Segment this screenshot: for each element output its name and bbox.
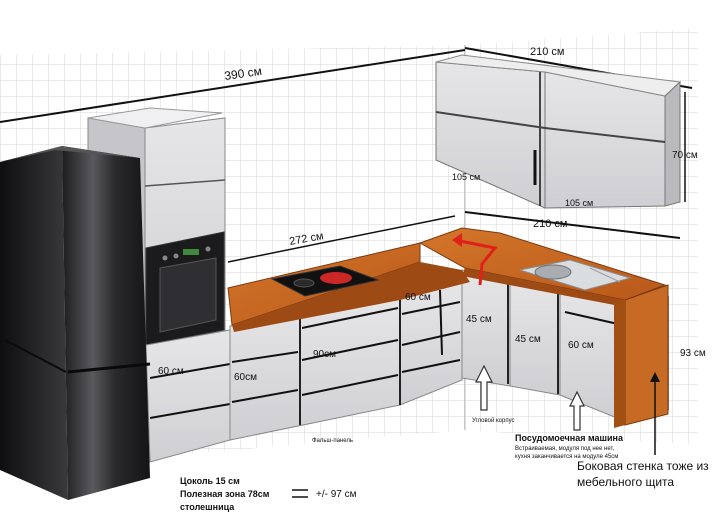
dishwasher-gap: [564, 311, 619, 325]
drawer-gap-7: [401, 331, 461, 346]
side-wall-panel: [624, 284, 669, 426]
label-useful-zone: Полезная зона 78см: [180, 489, 270, 499]
countertop-right-edge: [462, 268, 625, 307]
hob-burner: [293, 278, 315, 288]
fridge-front: [62, 146, 150, 500]
upper-door-gap-left: [435, 111, 546, 129]
label-plinth: Цоколь 15 см: [180, 476, 240, 486]
arrow-side-wall-head: [650, 372, 660, 382]
oven-display: [183, 249, 199, 255]
base-gap-1: [149, 363, 231, 379]
drawer-gap-1: [231, 351, 299, 363]
fridge-side: [0, 146, 68, 500]
label-counter-right: 210 см: [533, 218, 567, 230]
oven-window: [159, 257, 217, 333]
oven-knob-2: [173, 253, 179, 259]
oven-knob-1: [162, 255, 168, 261]
label-countertop: столешница: [180, 502, 235, 512]
upper-door-gap-right: [544, 127, 666, 143]
arrow-dishwasher: [569, 390, 585, 431]
base-under-oven: [145, 329, 231, 463]
base-gap-2: [149, 403, 231, 419]
side-wall-edge: [614, 300, 625, 428]
corner-marker: [454, 238, 498, 286]
countertop-left-edge: [232, 262, 470, 332]
tall-column-gap: [144, 179, 226, 187]
label-module-60-d: 60 см: [568, 340, 594, 351]
oven-knob-3: [205, 246, 211, 252]
drawer-gap-4: [301, 339, 399, 361]
sink-drainer: [589, 267, 621, 283]
fridge-side-line: [4, 339, 67, 373]
label-module-90: 90см: [313, 349, 336, 360]
arrow-corner-case: [475, 364, 493, 411]
fridge-top: [0, 146, 140, 162]
sink-bowl: [534, 264, 572, 280]
label-module-60-c: 60 см: [405, 292, 431, 303]
hob-burner-hot: [320, 272, 352, 284]
label-counter-left: 272 см: [288, 230, 324, 248]
label-module-60-b: 60см: [234, 372, 257, 383]
label-false-panel: Фальш-панель: [312, 438, 353, 444]
label-upper-left: 105 см: [452, 172, 480, 182]
tall-column-top: [87, 107, 223, 129]
dim-line-272: [227, 215, 456, 263]
dim-line-210-counter: [464, 211, 681, 239]
label-upper-right: 105 см: [565, 198, 593, 208]
label-dishwasher-title: Посудомоечная машина: [515, 433, 624, 443]
label-module-60-a: 60 см: [158, 366, 184, 377]
drawer-gap-8: [401, 359, 461, 373]
label-side-wall-1: Боковая стенка тоже из: [577, 459, 709, 473]
drawer-gap-3: [301, 307, 399, 329]
drawer-gap-6: [401, 301, 461, 315]
label-total-width: 390 см: [223, 64, 262, 83]
corner-marker-arrow: [452, 233, 462, 247]
drawer-handle: [439, 289, 443, 356]
drawer-gap-2: [231, 389, 299, 403]
label-approx-height: +/- 97 см: [316, 489, 357, 500]
label-upper-width: 210 см: [530, 46, 564, 58]
label-counter-height: 93 см: [680, 348, 706, 359]
label-side-wall-2: мебельного щита: [577, 475, 674, 489]
fridge-door-gap: [67, 362, 151, 374]
label-corner-case: Угловой корпус: [472, 417, 515, 424]
label-module-45-b: 45 см: [515, 334, 541, 345]
drawer-gap-5: [301, 374, 399, 396]
label-module-45-a: 45 см: [466, 314, 492, 325]
label-dishwasher-note-1: Встраиваемая, модуля под нее нет,: [515, 446, 615, 452]
label-upper-height: 70 см: [672, 150, 698, 161]
corner-case: [461, 269, 511, 387]
upper-cabinet-side: [664, 80, 681, 207]
label-dishwasher-note-2: кухня заканчивается на модуле 45см: [515, 454, 618, 460]
dim-line-390: [0, 49, 466, 123]
